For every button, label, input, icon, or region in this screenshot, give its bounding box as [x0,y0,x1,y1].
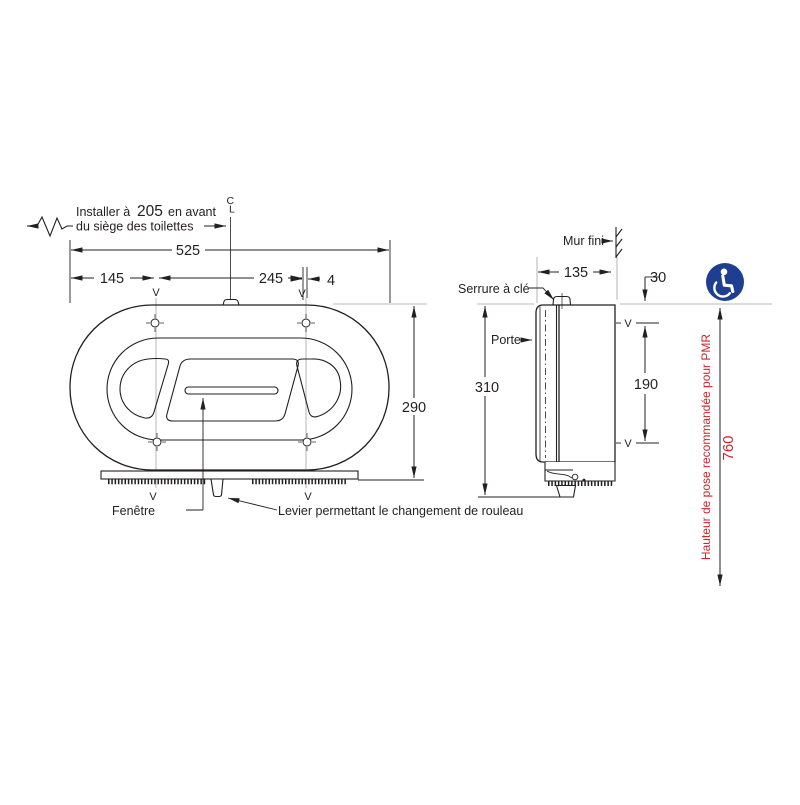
front-fixing-marks: V V V V [149,287,312,503]
installation-note: Installer à 205 en avant du siège des to… [27,203,226,238]
fixing-mark: V [624,318,632,330]
front-cover-face [106,337,353,441]
fixing-mark: V [304,491,312,503]
dim-total-width: 525 [176,243,200,259]
front-roll-slot [184,386,279,395]
front-central-window [166,358,299,422]
side-dimension-lines [478,269,659,498]
side-lever-housing [544,462,616,482]
side-lever-tab [555,484,577,498]
pmr-label: Hauteur de pose recommandée pour PMR [699,334,713,560]
note-distance-value: 205 [137,203,163,220]
front-keylock-bump [222,298,240,306]
dim-offset: 4 [327,273,335,289]
note-line1-suffix: en avant [168,205,216,219]
dim-depth: 135 [564,265,588,281]
door-label: Porte [491,333,521,347]
side-door [535,304,559,463]
side-fixing-marks: V V [624,318,632,450]
break-zigzag [36,215,73,238]
front-outer-shell [69,304,390,471]
fixing-mark: V [298,288,306,300]
screw-hole-crosshairs [146,314,316,451]
front-extension-lines [69,240,424,481]
front-view [69,298,390,480]
centerline-l: L [229,204,235,216]
pmr-mounting-height: Hauteur de pose recommandée pour PMR 760 [699,308,737,586]
side-view [535,227,623,482]
front-screw-holes [150,318,312,447]
front-lever-tab [210,478,224,498]
side-body [558,304,616,463]
window-label: Fenêtre [112,504,155,518]
dim-top-fixing: 30 [650,270,666,286]
note-line2: du siège des toilettes [76,220,193,234]
dim-left-fixing: 145 [100,271,124,287]
dim-side-fixing-spacing: 190 [634,377,658,393]
dim-fixing-spacing: 245 [259,271,283,287]
wheelchair-icon [706,263,744,301]
front-dimension-lines [71,247,417,478]
fixing-mark: V [152,287,160,299]
front-bottom-plate [100,470,359,480]
lock-label: Serrure à clé [458,282,530,296]
centerline-symbol: C L [227,195,235,300]
fixing-mark: V [624,438,632,450]
wall-label: Mur fini [563,234,604,248]
lever-label: Levier permettant le changement de roule… [278,504,523,518]
dim-side-height: 310 [475,380,499,396]
centerline-c: C [227,195,235,207]
front-left-window [119,357,170,419]
wall-line [615,227,623,258]
pmr-height-value: 760 [720,435,737,460]
front-right-window [296,358,342,418]
note-line1-prefix: Installer à [76,205,130,219]
fixing-mark: V [149,491,157,503]
dim-front-height: 290 [402,400,426,416]
side-callouts: Mur fini Serrure à clé Porte [458,234,613,347]
front-callouts: Fenêtre Levier permettant le changement … [112,398,523,518]
